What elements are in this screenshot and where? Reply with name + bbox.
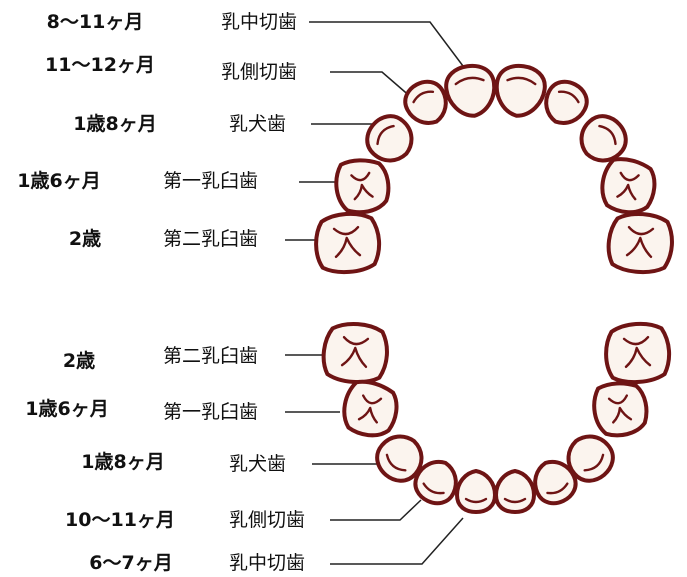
- upper-left-second-molar: [606, 212, 674, 275]
- lower-name-lateral-incisor: 乳側切歯: [229, 509, 305, 531]
- upper-age-central-incisor: 8〜11ヶ月: [47, 11, 144, 33]
- upper-right-first-molar: [334, 158, 391, 215]
- lower-name-canine: 乳犬歯: [229, 453, 286, 475]
- lower-left-second-molar: [604, 321, 672, 385]
- lower-arch: 2歳 第二乳臼歯 1歳6ヶ月 第一乳臼歯 1歳8ヶ月 乳犬歯 10〜11ヶ月 乳…: [25, 321, 672, 574]
- lower-right-lateral-incisor: [413, 460, 458, 506]
- upper-name-second-molar: 第二乳臼歯: [163, 228, 258, 250]
- upper-left-lateral-incisor: [544, 79, 589, 125]
- lower-name-second-molar: 第二乳臼歯: [163, 345, 258, 367]
- upper-name-first-molar: 第一乳臼歯: [163, 170, 258, 192]
- lower-age-lateral-incisor: 10〜11ヶ月: [65, 509, 175, 531]
- upper-leader-central-incisor: [309, 21, 467, 71]
- lower-leader-lateral-incisor: [330, 499, 422, 521]
- lower-right-second-molar: [321, 322, 389, 385]
- lower-left-lateral-incisor: [533, 460, 578, 506]
- lower-right-central-incisor: [455, 469, 497, 514]
- upper-name-lateral-incisor: 乳側切歯: [221, 61, 297, 83]
- upper-right-central-incisor: [444, 63, 497, 118]
- upper-left-central-incisor: [494, 63, 547, 118]
- lower-age-canine: 1歳8ヶ月: [81, 451, 164, 473]
- upper-left-canine: [579, 114, 628, 163]
- lower-name-first-molar: 第一乳臼歯: [163, 401, 258, 423]
- upper-age-first-molar: 1歳6ヶ月: [17, 170, 100, 192]
- upper-age-canine: 1歳8ヶ月: [73, 113, 156, 135]
- lower-right-canine: [375, 434, 424, 483]
- upper-name-canine: 乳犬歯: [229, 113, 286, 135]
- upper-leader-lateral-incisor: [330, 71, 413, 99]
- lower-left-central-incisor: [494, 469, 536, 514]
- lower-right-first-molar: [342, 379, 399, 438]
- upper-left-first-molar: [600, 157, 657, 215]
- lower-name-central-incisor: 乳中切歯: [229, 552, 305, 574]
- lower-age-first-molar: 1歳6ヶ月: [25, 398, 108, 420]
- lower-left-first-molar: [592, 381, 649, 438]
- upper-right-canine: [365, 114, 414, 163]
- upper-arch: 8〜11ヶ月 乳中切歯 11〜12ヶ月 乳側切歯 1歳8ヶ月 乳犬歯 1歳6ヶ月…: [17, 11, 674, 275]
- upper-right-lateral-incisor: [403, 79, 448, 125]
- upper-right-second-molar: [314, 211, 382, 275]
- upper-age-lateral-incisor: 11〜12ヶ月: [45, 54, 155, 76]
- lower-age-second-molar: 2歳: [63, 350, 95, 372]
- lower-age-central-incisor: 6〜7ヶ月: [89, 552, 172, 574]
- upper-age-second-molar: 2歳: [69, 228, 101, 250]
- upper-name-central-incisor: 乳中切歯: [221, 11, 297, 33]
- lower-leader-central-incisor: [330, 517, 464, 565]
